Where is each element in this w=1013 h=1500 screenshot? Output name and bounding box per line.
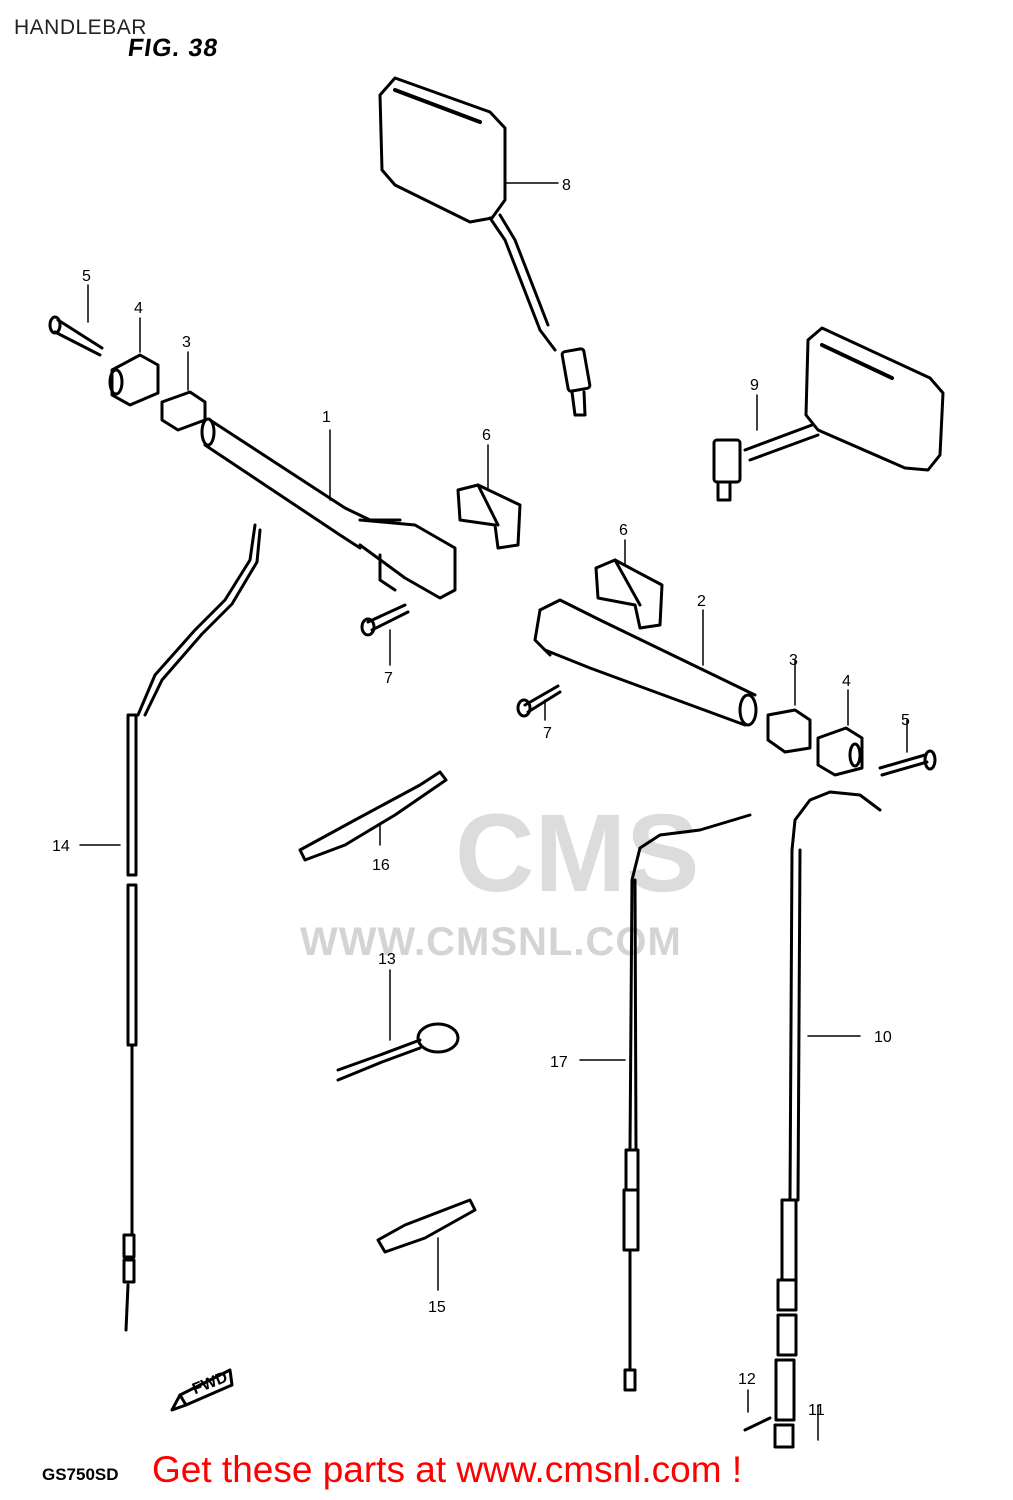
callout-2: 2 [697,593,706,610]
callout-4: 4 [842,673,851,690]
mirror-left-part-8 [378,76,592,417]
cable-part-14 [122,523,262,1332]
handlebar-right-part-2 [533,598,758,727]
strap-part-15 [376,1198,477,1254]
callout-14: 14 [52,838,70,855]
callout-9: 9 [750,377,759,394]
clamp-bolt-part-7b [516,684,562,718]
watermark-url: WWW.CMSNL.COM [300,920,682,964]
callout-5: 5 [82,268,91,285]
collar-left-part-3 [160,390,207,432]
callout-3: 3 [182,334,191,351]
mirror-right-part-9 [712,326,945,502]
callout-6: 6 [619,522,628,539]
end-weight-left-part-4 [108,353,160,407]
callout-5: 5 [901,712,910,729]
callout-7: 7 [543,725,552,742]
callout-7: 7 [384,670,393,687]
callout-labels: 1 2 3 3 4 4 5 5 6 6 7 7 8 9 10 11 12 13 … [52,177,910,1419]
callout-17: 17 [550,1054,568,1071]
callout-16: 16 [372,857,390,874]
clamp-right-part-6 [594,558,664,630]
callout-12: 12 [738,1371,756,1388]
callout-13: 13 [378,951,396,968]
callout-8: 8 [562,177,571,194]
bolt-left-part-5 [48,315,104,357]
collar-right-part-3 [766,708,812,754]
leader-lines [79,182,908,1441]
model-code: GS750SD [42,1465,119,1484]
handlebar-left-part-1 [200,417,457,600]
page-title: HANDLEBAR [14,16,147,39]
strap-part-16 [298,770,448,862]
clip-part-13 [336,1022,460,1082]
callout-10: 10 [874,1029,892,1046]
bolt-right-part-5 [878,749,937,777]
end-weight-right-part-4 [816,726,864,777]
callout-15: 15 [428,1299,446,1316]
call-to-action-link[interactable]: Get these parts at www.cmsnl.com ! [152,1449,743,1490]
clamp-left-part-6 [456,483,522,550]
callout-6: 6 [482,427,491,444]
pin-part-12 [743,1416,772,1432]
cable-part-17 [622,813,752,1392]
clamp-bolt-part-7a [360,603,410,637]
callout-1: 1 [322,409,331,426]
callout-4: 4 [134,300,143,317]
callout-11: 11 [808,1402,825,1419]
forward-arrow-icon [170,1368,234,1412]
cable-part-10 [773,790,882,1449]
watermark-brand: CMS [455,792,700,915]
callout-3: 3 [789,652,798,669]
